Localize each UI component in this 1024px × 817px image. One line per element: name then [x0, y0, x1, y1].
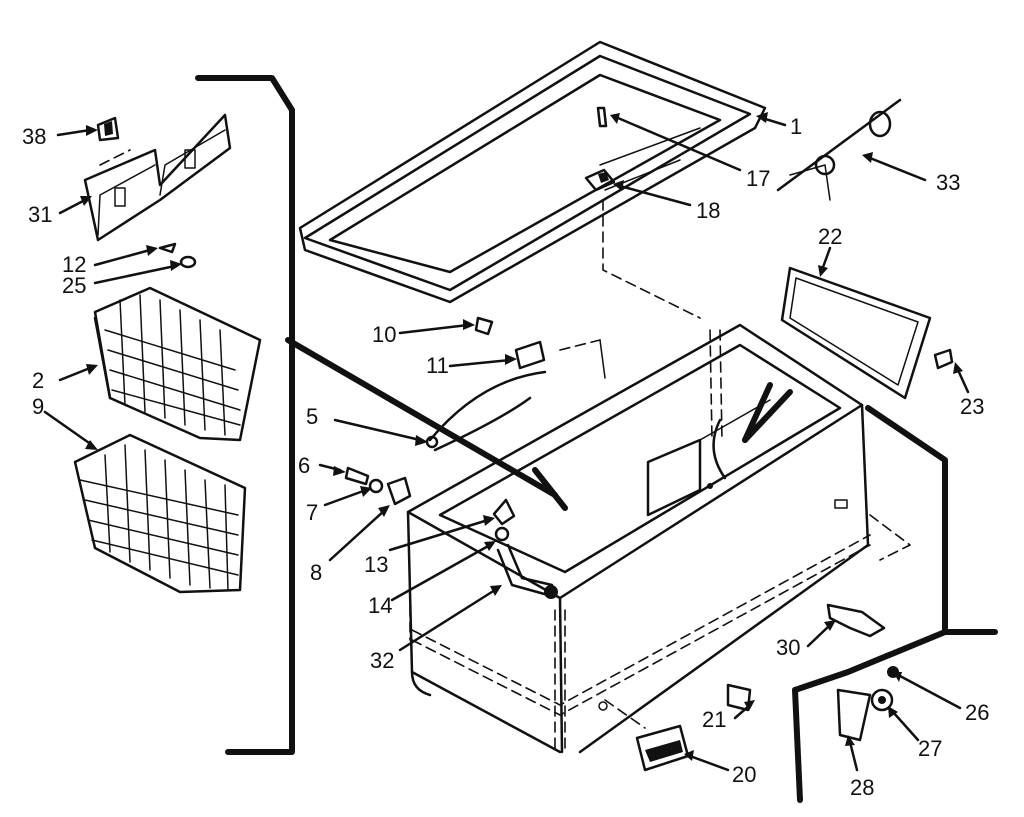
assembly-lines [99, 149, 911, 729]
callout-9: 9 [32, 394, 44, 419]
callout-8: 8 [310, 560, 322, 585]
part-18-latch [584, 168, 616, 192]
callout-20: 20 [732, 762, 756, 787]
callout-26: 26 [965, 700, 989, 725]
callout-27: 27 [918, 736, 942, 761]
part-30-hinge [826, 603, 886, 638]
part-11-hinge [514, 339, 606, 379]
callout-6: 6 [298, 453, 310, 478]
callout-11: 11 [426, 353, 449, 378]
part-14-grommet [494, 526, 510, 542]
part-17-screw [596, 106, 608, 128]
part-5-light-wire [425, 370, 547, 452]
part-2-basket-upper [93, 286, 262, 442]
callout-labels: 38 31 12 25 2 9 10 11 5 6 7 8 13 14 32 1… [22, 114, 989, 800]
part-22-back-panel [780, 266, 932, 400]
callout-25: 25 [62, 273, 86, 298]
callout-32: 32 [370, 648, 394, 673]
part-6-screw [344, 466, 370, 486]
part-13-light-socket [492, 498, 516, 526]
part-33-cord [776, 98, 902, 201]
leader-arrow-long [285, 337, 568, 511]
callout-38: 38 [22, 124, 46, 149]
part-32-drain-tube [496, 543, 558, 599]
part-31-basket-divider [83, 113, 232, 242]
inner-arrow [742, 382, 793, 443]
callout-18: 18 [696, 198, 720, 223]
callout-1: 1 [790, 114, 802, 139]
part-9-basket-lower [73, 433, 247, 594]
part-38-clip [96, 116, 120, 142]
part-20-handle [635, 724, 690, 772]
group-bracket-right [792, 405, 998, 803]
part-10-screw [474, 316, 494, 336]
callout-22: 22 [818, 224, 842, 249]
part-8-knob [386, 476, 412, 506]
part-7-washer [368, 478, 384, 494]
group-bracket-left [195, 75, 295, 755]
callout-31: 31 [28, 202, 52, 227]
freezer-cabinet [406, 323, 871, 754]
callout-28: 28 [850, 775, 874, 800]
part-28-bracket [836, 688, 872, 742]
part-23-screw [933, 348, 954, 370]
callout-10: 10 [372, 322, 396, 347]
part-27-knob [870, 688, 894, 712]
part-21-fitting [726, 683, 752, 712]
lid-part [298, 40, 767, 304]
callout-2: 2 [32, 368, 44, 393]
part-12-25-screws [158, 242, 197, 269]
callout-33: 33 [936, 170, 960, 195]
callout-23: 23 [960, 394, 984, 419]
callout-5: 5 [306, 404, 318, 429]
callout-30: 30 [776, 635, 800, 660]
callout-17: 17 [746, 166, 770, 191]
callout-21: 21 [702, 707, 726, 732]
callout-7: 7 [306, 500, 318, 525]
callout-12: 12 [62, 252, 86, 277]
leader-lines [43, 112, 970, 772]
callout-13: 13 [364, 552, 388, 577]
callout-14: 14 [368, 593, 392, 618]
